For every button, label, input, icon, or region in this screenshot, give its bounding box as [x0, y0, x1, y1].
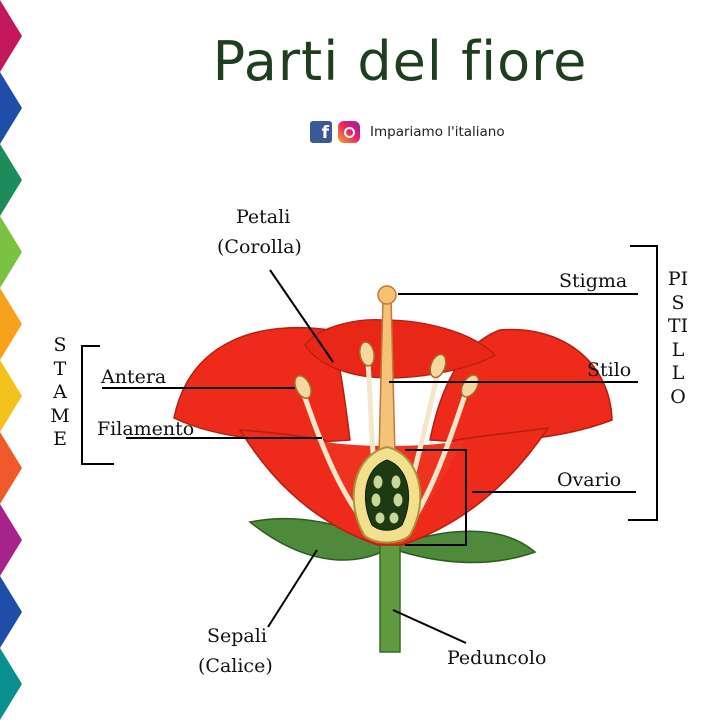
- border-triangle: [0, 144, 22, 216]
- stamen-anther-2: [359, 341, 375, 367]
- label-calice: (Calice): [198, 655, 273, 677]
- label-stigma: Stigma: [559, 270, 628, 292]
- label-sepali: Sepali: [207, 625, 267, 647]
- border-triangle: [0, 648, 22, 720]
- stamen-anther-1: [294, 374, 312, 400]
- border-triangle: [0, 72, 22, 144]
- left-decorative-border: [0, 0, 22, 720]
- facebook-icon: f: [310, 121, 332, 143]
- page-title: Parti del fiore: [212, 30, 588, 93]
- label-filamento: Filamento: [97, 418, 195, 440]
- border-triangle: [0, 360, 22, 432]
- border-triangle: [0, 504, 22, 576]
- social-credit-text: Impariamo l'italiano: [370, 124, 505, 140]
- label-pistillo: PISTILLO: [667, 268, 689, 408]
- border-triangle: [0, 432, 22, 504]
- social-credit: f Impariamo l'italiano: [310, 120, 505, 144]
- petal-back: [304, 319, 496, 379]
- border-triangle: [0, 288, 22, 360]
- stamen-anther-3: [429, 353, 447, 379]
- sepal-right: [387, 530, 537, 564]
- label-peduncolo: Peduncolo: [447, 647, 547, 669]
- stem: [379, 539, 401, 653]
- label-petali: Petali: [236, 206, 291, 228]
- ovules: [370, 474, 404, 525]
- label-stilo: Stilo: [587, 359, 632, 381]
- pistil-stigma: [377, 285, 397, 305]
- label-ovario: Ovario: [557, 469, 622, 491]
- instagram-icon: [338, 121, 360, 143]
- leader-lines: [81, 245, 658, 644]
- border-triangle: [0, 576, 22, 648]
- border-triangle: [0, 216, 22, 288]
- border-triangle: [0, 0, 22, 72]
- label-corolla: (Corolla): [217, 236, 302, 258]
- label-stame: STAME: [50, 334, 70, 451]
- label-antera: Antera: [101, 366, 167, 388]
